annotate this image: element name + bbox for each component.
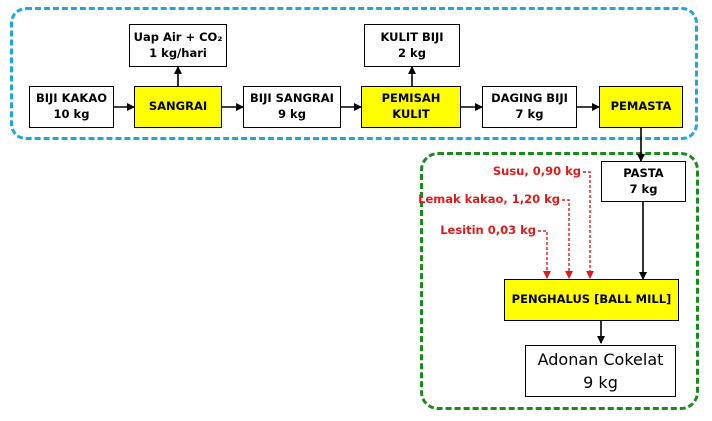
node-adonan-mass: 9 kg — [583, 373, 618, 392]
node-sangrai-name: SANGRAI — [148, 99, 208, 114]
node-sangrai: SANGRAI — [134, 86, 222, 128]
refining-stage-region — [420, 152, 699, 410]
node-adonan-name: Adonan Cokelat — [537, 349, 664, 369]
node-kulit-biji-name: KULIT BIJI — [380, 29, 444, 44]
node-biji-sangrai-mass: 9 kg — [278, 107, 306, 121]
node-uap-air-rate: 1 kg/hari — [149, 45, 207, 60]
node-biji-kakao-mass: 10 kg — [53, 107, 90, 121]
node-uap-air: Uap Air + CO₂ 1 kg/hari — [129, 24, 227, 67]
node-biji-kakao-name: BIJI KAKAO — [35, 91, 107, 106]
roasting-stage-region — [10, 7, 698, 140]
node-pemisah-kulit: PEMISAH KULIT — [361, 86, 461, 128]
node-pasta: PASTA 7 kg — [601, 161, 686, 202]
node-pemasta: PEMASTA — [599, 86, 683, 128]
node-kulit-biji-mass: 2 kg — [398, 45, 426, 60]
input-label-lesitin: Lesitin 0,03 kg — [440, 223, 536, 237]
node-biji-sangrai: BIJI SANGRAI 9 kg — [243, 86, 341, 128]
arrow-lemak-input — [562, 199, 573, 279]
input-label-susu: Susu, 0,90 kg — [492, 164, 581, 178]
arrow-lesitin-input — [538, 230, 551, 279]
node-pemasta-name: PEMASTA — [610, 99, 672, 114]
node-daging-biji-name: DAGING BIJI — [491, 91, 568, 106]
input-label-lemak: Lemak kakao, 1,20 kg — [418, 192, 560, 206]
arrow-susu-input — [583, 171, 594, 279]
node-kulit-biji: KULIT BIJI 2 kg — [364, 24, 460, 67]
node-pemisah-kulit-line1: PEMISAH — [381, 91, 441, 106]
node-biji-kakao: BIJI KAKAO 10 kg — [29, 86, 114, 128]
node-penghalus: PENGHALUS [BALL MILL] — [504, 279, 679, 321]
node-penghalus-name: PENGHALUS [BALL MILL] — [511, 292, 672, 307]
node-biji-sangrai-name: BIJI SANGRAI — [250, 91, 334, 106]
node-pasta-name: PASTA — [623, 165, 664, 180]
node-daging-biji: DAGING BIJI 7 kg — [482, 86, 577, 128]
node-uap-air-name: Uap Air + CO₂ — [133, 29, 223, 44]
node-pemisah-kulit-line2: KULIT — [392, 107, 430, 121]
node-pasta-mass: 7 kg — [629, 181, 658, 196]
node-adonan-cokelat: Adonan Cokelat 9 kg — [525, 345, 676, 397]
node-daging-biji-mass: 7 kg — [515, 107, 544, 121]
